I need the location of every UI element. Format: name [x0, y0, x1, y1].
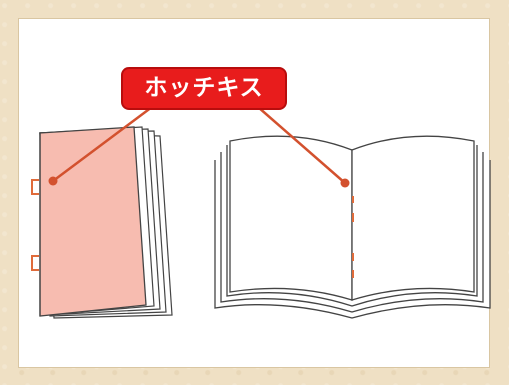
leader-lines [48, 105, 350, 188]
staple-icon [31, 179, 39, 271]
folded-booklet-icon [39, 126, 173, 319]
stapler-label: ホッチキス [121, 67, 287, 110]
open-book-icon [214, 135, 491, 319]
